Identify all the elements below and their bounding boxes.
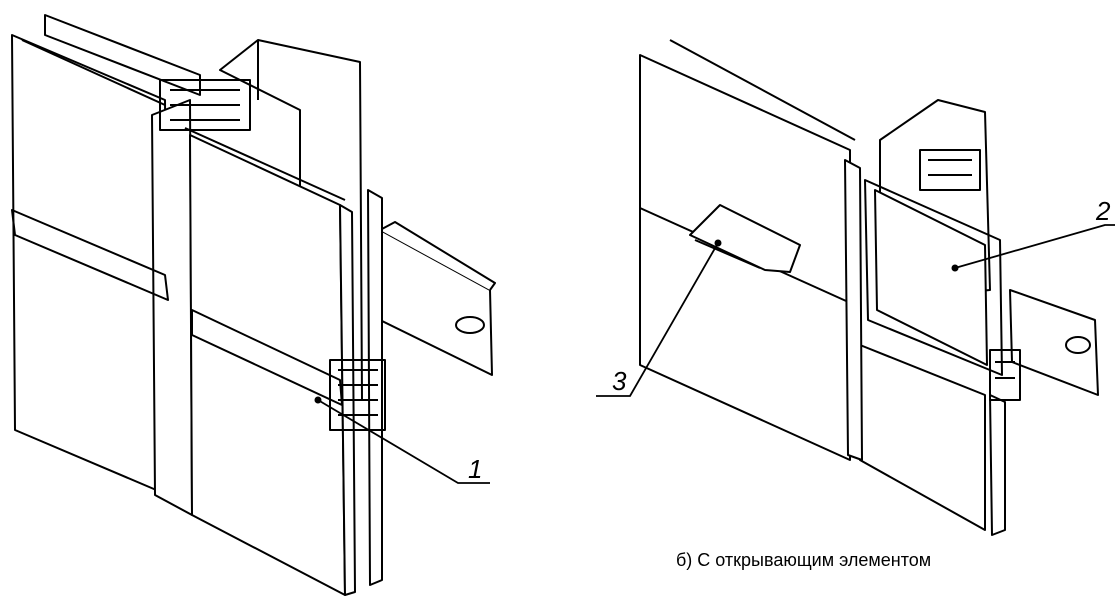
right-transom-box bbox=[1009, 289, 1099, 396]
opening-sash-panel bbox=[874, 189, 988, 366]
callout-label-3: 3 bbox=[612, 366, 627, 396]
callout-label-1: 1 bbox=[468, 454, 482, 484]
left-mullion-strip bbox=[151, 99, 193, 516]
right-facade-assembly bbox=[596, 39, 1115, 536]
lower-glass-panel bbox=[859, 344, 986, 531]
figure-caption: б) С открывающим элементом bbox=[676, 550, 932, 570]
right-glass-panel bbox=[189, 134, 346, 596]
left-glass-panel bbox=[11, 34, 169, 496]
callout-label-2: 2 bbox=[1095, 196, 1111, 226]
left-facade-assembly bbox=[11, 14, 496, 596]
